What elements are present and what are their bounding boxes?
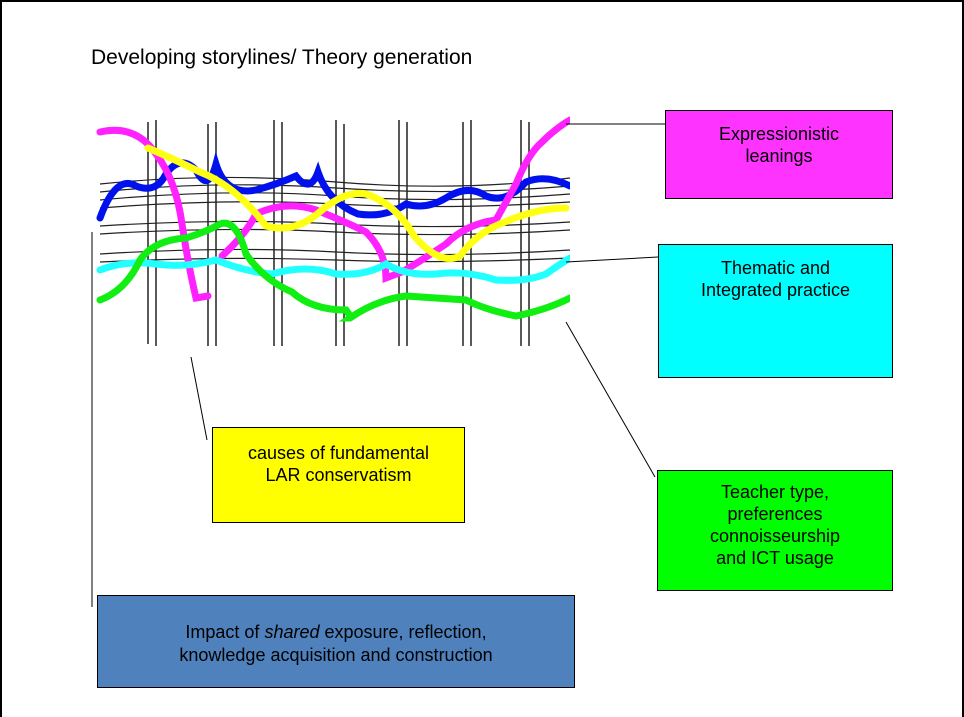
teacher-line-2: preferences [727,504,823,524]
cyan-thread [96,254,570,284]
teacher-line-4: and ICT usage [716,548,834,568]
connector-causes [190,356,208,441]
causes-line-1: causes of fundamental [247,443,430,463]
slide-border-right [962,0,964,717]
thematic-practice-box: Thematic and Integrated practice [658,244,893,378]
shared-exposure-impact-box: Impact of shared exposure, reflection, k… [97,595,575,688]
impact-text-before: Impact of [185,622,265,642]
impact-line-1: Impact of shared exposure, reflection, [98,621,574,644]
teacher-line-1: Teacher type, [720,482,830,502]
thematic-line-1: Thematic and [720,258,831,278]
conservatism-causes-box: causes of fundamental LAR conservatism [212,427,465,523]
yellow-thread [144,144,570,262]
connector-thematic [565,256,659,263]
connector-teacher [565,321,656,478]
impact-emphasis: shared [264,622,320,642]
thematic-line-2: Integrated practice [700,280,851,300]
expressionistic-line-2: leanings [745,146,813,166]
slide-title: Developing storylines/ Theory generation [91,46,473,69]
causes-line-2: LAR conservatism [265,465,412,485]
impact-line-2: knowledge acquisition and construction [179,645,493,665]
expressionistic-leanings-box: Expressionistic leanings [665,110,893,199]
expressionistic-line-1: Expressionistic [718,124,840,144]
slide-border-top [0,0,964,2]
teacher-type-box: Teacher type, preferences connoisseurshi… [657,470,893,591]
green-thread [96,219,570,322]
slide-border-left [0,0,2,717]
teacher-line-3: connoisseurship [709,526,841,546]
impact-text-after: exposure, reflection, [319,622,487,642]
woven-threads-illustration [96,116,570,346]
